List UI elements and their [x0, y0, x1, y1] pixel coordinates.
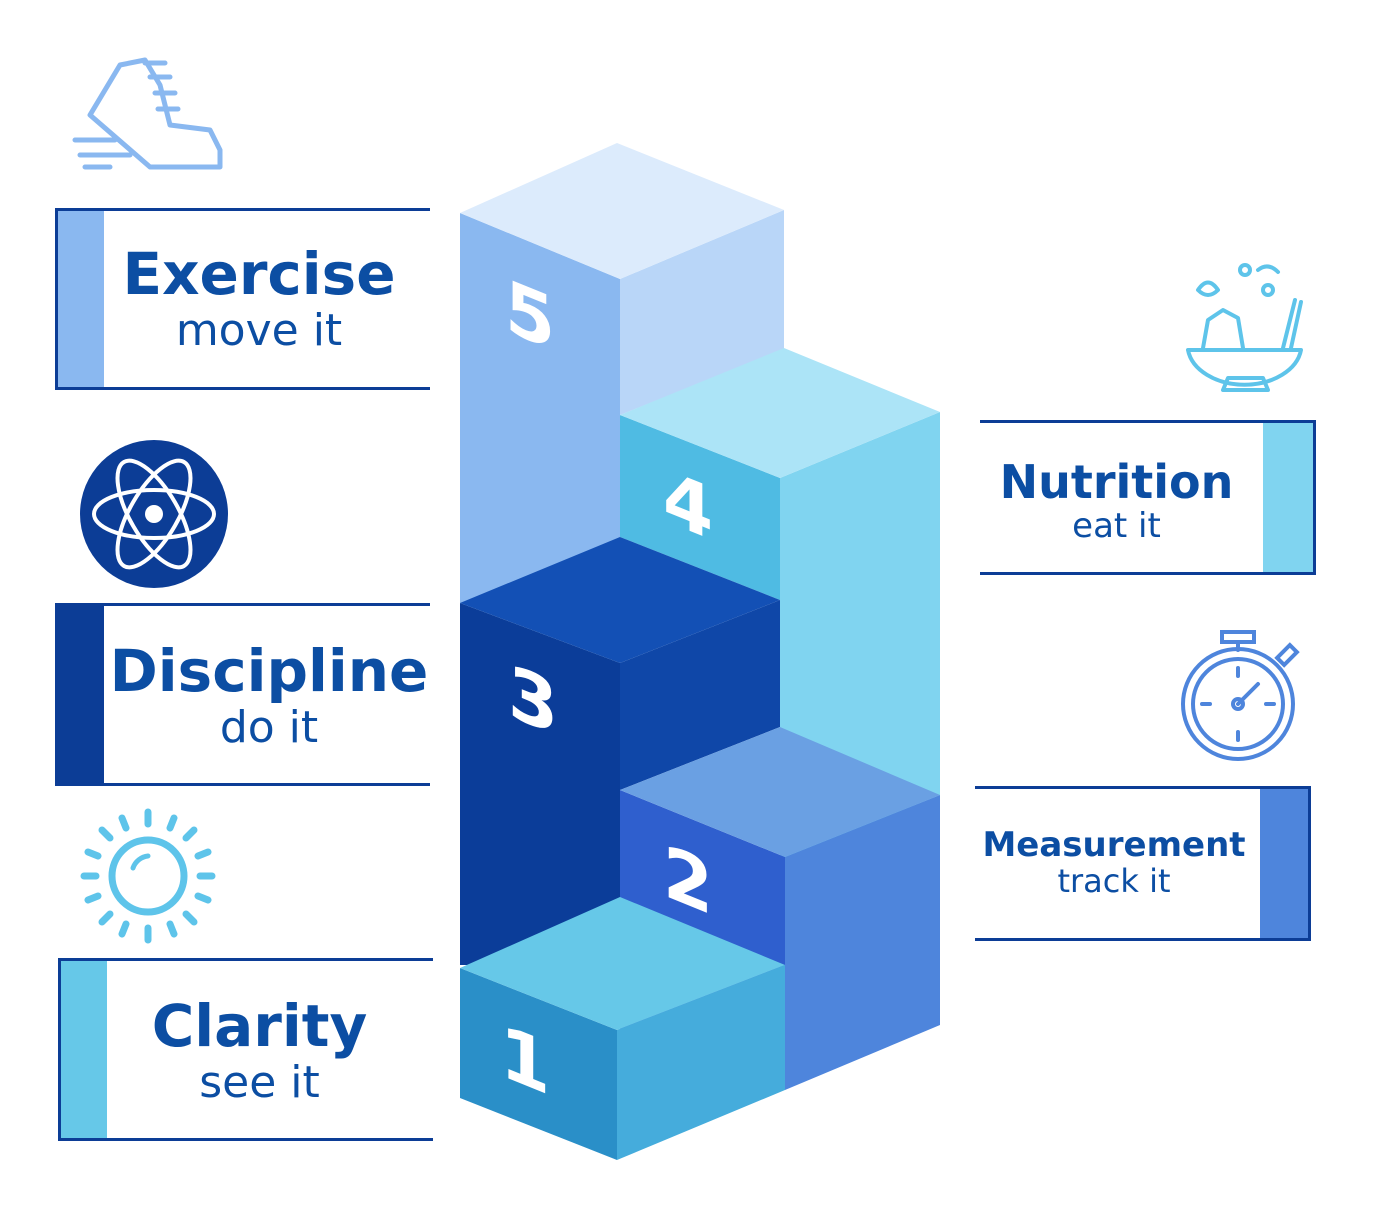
salad-bowl-icon	[1186, 263, 1303, 392]
discipline-color-bar	[58, 606, 104, 783]
clarity-subtitle: see it	[199, 1056, 320, 1108]
clarity-title: Clarity	[151, 992, 368, 1060]
discipline-label-box: Discipline do it	[55, 603, 430, 786]
step-3-number: 3	[508, 648, 558, 753]
discipline-subtitle: do it	[219, 701, 319, 753]
discipline-title: Discipline	[109, 637, 429, 705]
measurement-color-bar	[1260, 789, 1308, 938]
exercise-subtitle: move it	[175, 304, 343, 356]
nutrition-title: Nutrition	[999, 455, 1234, 509]
running-shoe-icon	[72, 57, 223, 170]
step-1-number: 1	[500, 1008, 550, 1113]
exercise-title: Exercise	[122, 240, 396, 308]
step-5-number: 5	[505, 263, 555, 368]
exercise-label-box: Exercise move it	[55, 208, 430, 390]
atom-icon	[80, 440, 228, 588]
step-3-block: 3	[460, 537, 780, 965]
step-5-block: 5	[460, 143, 784, 603]
step-1-block: 1	[460, 897, 785, 1160]
clarity-label-box: Clarity see it	[58, 958, 433, 1141]
stopwatch-icon	[1181, 630, 1300, 761]
nutrition-subtitle: eat it	[1072, 505, 1161, 546]
measurement-title: Measurement	[982, 825, 1246, 865]
clarity-color-bar	[61, 961, 107, 1138]
exercise-color-bar	[58, 211, 104, 387]
measurement-subtitle: track it	[1057, 862, 1171, 901]
step-4-number: 4	[663, 453, 713, 558]
measurement-label-box: Measurement track it	[975, 786, 1311, 941]
sun-icon	[80, 808, 216, 944]
step-2-number: 2	[663, 828, 713, 933]
nutrition-color-bar	[1263, 423, 1313, 572]
nutrition-label-box: Nutrition eat it	[980, 420, 1316, 575]
